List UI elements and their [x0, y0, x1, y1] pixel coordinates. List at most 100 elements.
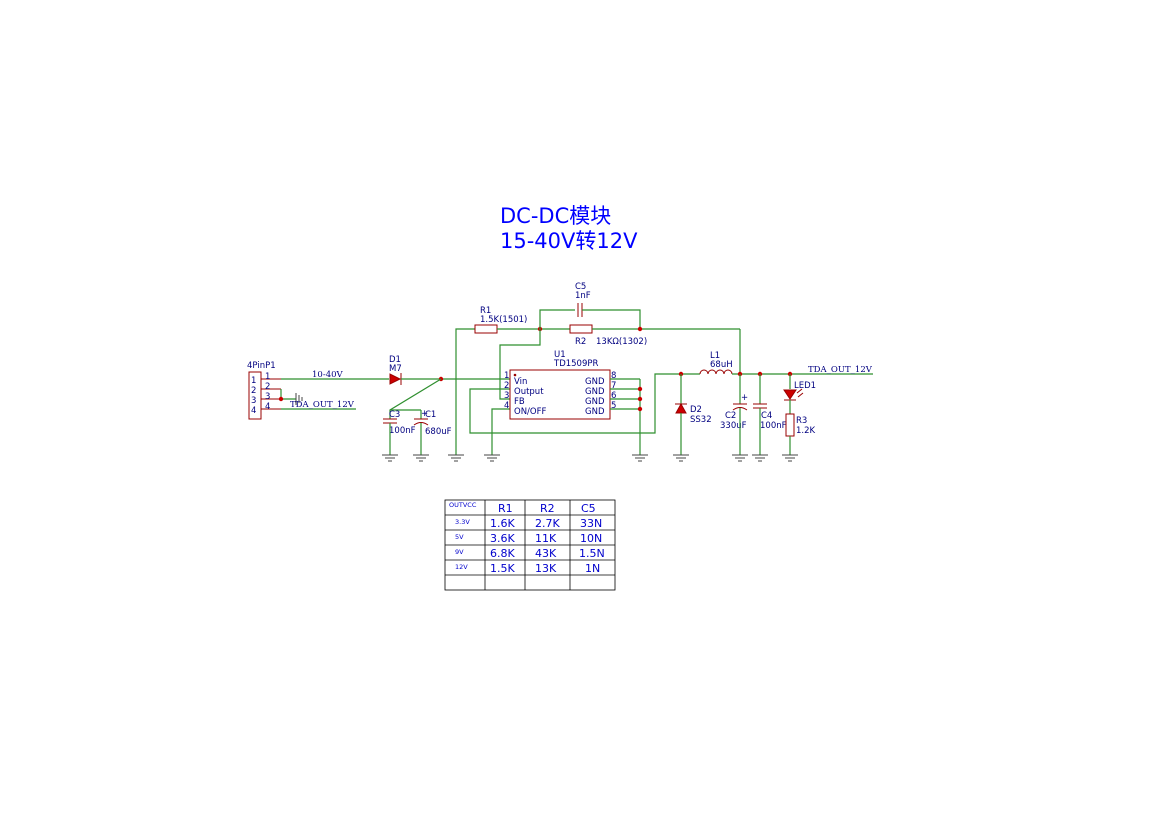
u1-pin-4-num: 4 — [504, 401, 509, 411]
u1-pin-3-num: 3 — [504, 391, 509, 401]
u1-pin-1-num: 1 — [504, 371, 509, 381]
u1-value: TD1509PR — [553, 359, 598, 369]
c3-ref: C3 — [389, 410, 400, 420]
c3-value: 100nF — [389, 426, 416, 436]
c5-ref: C5 — [575, 282, 586, 292]
net-label-output: TDA_OUT_12V — [808, 365, 873, 375]
d1-ref: D1 — [389, 355, 401, 365]
table-cell: 33N — [580, 517, 602, 530]
ground-r3 — [782, 454, 798, 462]
led1-ref: LED1 — [794, 381, 816, 391]
net-label-input: 10-40V — [312, 370, 344, 380]
table-cell: 12V — [455, 563, 468, 571]
u1-pin-5-num: 5 — [611, 401, 616, 411]
connector-pin-1-outer: 1 — [265, 372, 270, 382]
connector-pin-1: 1 — [251, 376, 256, 386]
r3-value: 1.2K — [796, 426, 816, 436]
l1-ref: L1 — [710, 351, 720, 361]
table-header-r1: R1 — [498, 502, 513, 515]
ground-d2 — [673, 454, 689, 462]
d2-value: SS32 — [690, 415, 712, 425]
table-cell: 43K — [535, 547, 557, 560]
connector-ref: 4PinP1 — [247, 361, 276, 371]
connector-pin-4: 4 — [251, 406, 256, 416]
ground-symbol-connector — [295, 393, 303, 405]
c4-value: 100nF — [760, 421, 787, 431]
table-cell: 13K — [535, 562, 557, 575]
capacitor-c4[interactable]: C4 100nF — [753, 403, 787, 431]
title-line-1: DC-DC模块 — [500, 204, 611, 228]
u1-pin-8-num: 8 — [611, 371, 616, 381]
table-cell: 1.6K — [490, 517, 515, 530]
inductor-l1[interactable]: L1 68uH — [699, 351, 733, 375]
capacitor-c5[interactable]: C5 1nF — [575, 282, 591, 317]
table-cell: 5V — [455, 533, 464, 541]
connector-pin-3-outer: 3 — [265, 392, 270, 402]
value-table: OUTVCC R1 R2 C5 3.3V 1.6K 2.7K 33N 5V 3.… — [444, 499, 616, 591]
title-line-2: 15-40V转12V — [500, 229, 638, 253]
capacitor-c1[interactable]: C1 + 680uF — [413, 409, 452, 437]
connector-pin-4-outer: 4 — [265, 402, 270, 412]
u1-pin-7-name: GND — [585, 387, 605, 397]
d1-value: M7 — [389, 364, 402, 374]
u1-pin-5-name: GND — [585, 407, 605, 417]
table-header-c5: C5 — [581, 502, 596, 515]
r1-value: 1.5K(1501) — [480, 315, 527, 325]
svg-text:+: + — [741, 393, 748, 403]
ground-r1 — [448, 454, 464, 462]
table-cell: 1.5K — [490, 562, 515, 575]
u1-pin-6-name: GND — [585, 397, 605, 407]
c4-ref: C4 — [761, 411, 772, 421]
connector-pin-3: 3 — [251, 396, 256, 406]
table-cell: 10N — [580, 532, 602, 545]
table-cell: 11K — [535, 532, 557, 545]
table-cell: 1N — [585, 562, 600, 575]
d2-ref: D2 — [690, 405, 702, 415]
u1-pin-4-name: ON/OFF — [514, 407, 546, 417]
ground-c2 — [732, 454, 748, 462]
ground-symbols — [382, 454, 798, 462]
diode-d1[interactable]: D1 M7 — [389, 355, 402, 385]
u1-pin-3-name: FB — [514, 397, 525, 407]
r3-ref: R3 — [796, 416, 807, 426]
r2-ref: R2 — [575, 337, 586, 347]
l1-value: 68uH — [710, 360, 733, 370]
table-header-outvcc: OUTVCC — [449, 501, 477, 509]
resistor-r2[interactable]: R2 13KΩ(1302) — [569, 324, 647, 347]
ground-onoff — [484, 454, 500, 462]
ground-c1 — [413, 454, 429, 462]
capacitor-c2[interactable]: + C2 330uF — [720, 393, 748, 431]
svg-text:+: + — [421, 409, 428, 419]
r1-ref: R1 — [480, 306, 491, 316]
c5-value: 1nF — [575, 291, 591, 301]
table-cell: 6.8K — [490, 547, 515, 560]
connector-4pin[interactable]: 4PinP1 1 2 3 4 1 2 3 4 — [247, 361, 281, 420]
net-label-connector-out: TDA_OUT_12V — [290, 400, 355, 410]
u1-pin-6-num: 6 — [611, 391, 616, 401]
c1-value: 680uF — [425, 427, 452, 437]
table-cell: 1.5N — [579, 547, 605, 560]
led-led1[interactable]: LED1 — [783, 381, 816, 401]
ground-c3 — [382, 454, 398, 462]
c2-value: 330uF — [720, 421, 747, 431]
u1-pin-8-name: GND — [585, 377, 605, 387]
u1-pin-1-name: Vin — [514, 377, 527, 387]
table-cell: 3.3V — [455, 518, 470, 526]
ground-c4 — [752, 454, 768, 462]
table-cell: 3.6K — [490, 532, 515, 545]
resistor-r3[interactable]: R3 1.2K — [785, 413, 816, 437]
table-cell: 2.7K — [535, 517, 560, 530]
connector-pin-2: 2 — [251, 386, 256, 396]
c1-ref: C1 — [425, 410, 436, 420]
u1-ref: U1 — [554, 350, 566, 360]
u1-pin-2-name: Output — [514, 387, 544, 397]
table-header-r2: R2 — [540, 502, 555, 515]
u1-pin-2-num: 2 — [504, 381, 509, 391]
ic-u1[interactable]: U1 TD1509PR 1 2 3 4 Vin Output FB ON/OFF… — [504, 350, 616, 420]
table-cell: 9V — [455, 548, 464, 556]
capacitor-c3[interactable]: C3 100nF — [383, 410, 416, 436]
c2-ref: C2 — [725, 411, 736, 421]
u1-pin-7-num: 7 — [611, 381, 616, 391]
ground-u1 — [632, 454, 648, 462]
